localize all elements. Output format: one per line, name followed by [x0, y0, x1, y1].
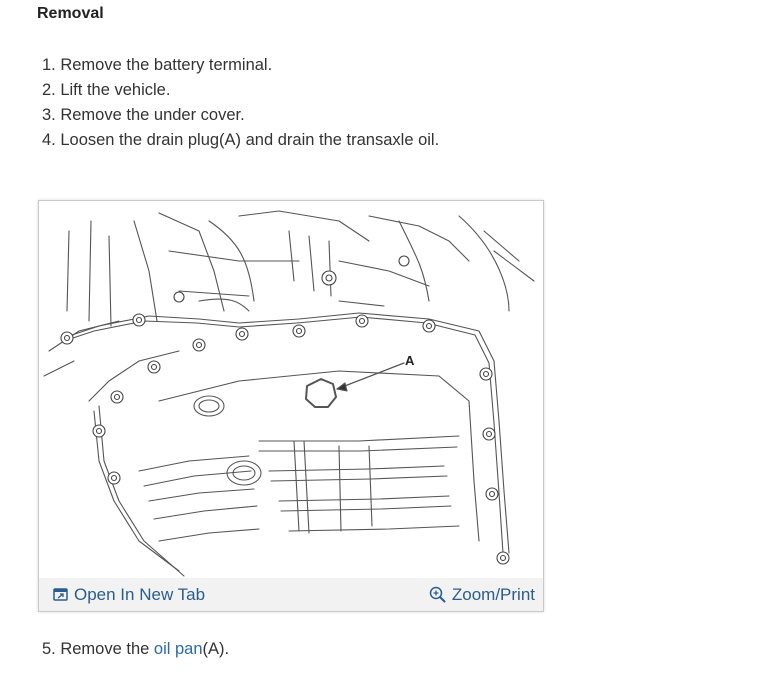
step-item: 4. Loosen the drain plug(A) and drain th…	[42, 131, 440, 149]
zoom-print-label: Zoom/Print	[451, 584, 535, 604]
step-item-5: 5. Remove the oil pan(A).	[42, 638, 229, 660]
open-in-new-tab-label: Open In New Tab	[74, 584, 206, 604]
step5-prefix: 5. Remove the	[42, 640, 154, 658]
step-item: 3. Remove the under cover.	[42, 106, 245, 124]
step-item: 1. Remove the battery terminal.	[42, 56, 273, 74]
zoom-in-icon	[429, 586, 446, 603]
callout-label-a: A	[405, 353, 415, 368]
open-in-new-tab-icon	[53, 588, 68, 601]
step5-suffix: (A).	[202, 640, 230, 658]
figure-toolbar: Open In New Tab Zoom/Print	[39, 578, 543, 611]
step-item: 2. Lift the vehicle.	[42, 81, 171, 99]
figure-panel: A Open In New Tab Zoom/Print	[38, 200, 544, 612]
open-in-new-tab-link[interactable]: Open In New Tab	[53, 585, 205, 605]
oil-pan-illustration[interactable]: A	[39, 201, 543, 579]
pan-link[interactable]: pan	[175, 640, 203, 658]
steps-list: 1. Remove the battery terminal. 2. Lift …	[42, 53, 439, 153]
zoom-print-link[interactable]: Zoom/Print	[429, 585, 535, 605]
oil-link[interactable]: oil	[153, 640, 171, 658]
section-heading: Removal	[37, 5, 104, 22]
